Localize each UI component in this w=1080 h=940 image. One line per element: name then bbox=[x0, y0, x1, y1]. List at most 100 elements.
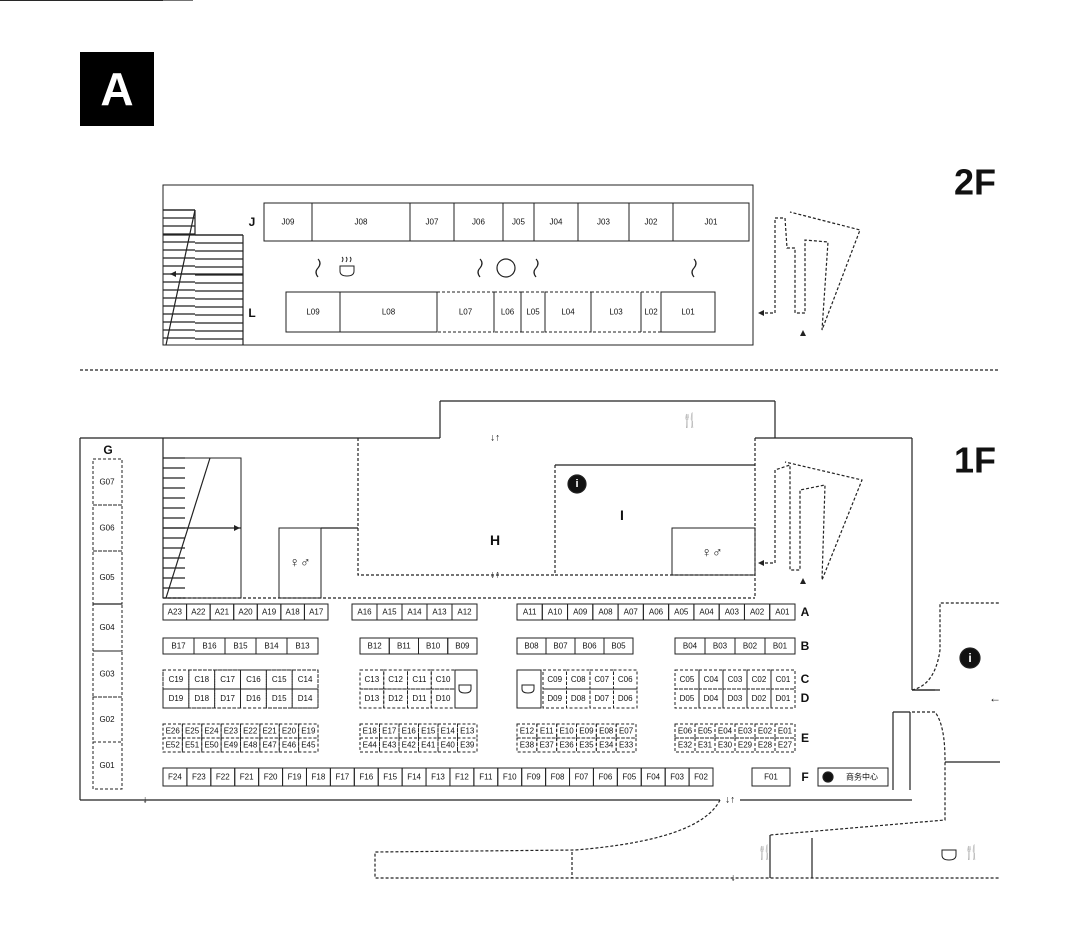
arrow-icon: ↓ bbox=[143, 795, 148, 806]
stall-label-E52: E52 bbox=[166, 741, 181, 750]
stall-label-E10: E10 bbox=[559, 727, 574, 736]
stall-label-B06: B06 bbox=[582, 642, 597, 651]
stall-label-E31: E31 bbox=[698, 741, 713, 750]
stall-C13 bbox=[359, 669, 385, 690]
stall-label-D11: D11 bbox=[412, 694, 427, 703]
stall-G02 bbox=[92, 696, 123, 743]
arrow-icon: ↓↑ bbox=[725, 795, 735, 806]
stall-label-F23: F23 bbox=[192, 773, 206, 782]
restroom-icon: ♀♂ bbox=[290, 554, 311, 570]
stall-L08 bbox=[339, 291, 438, 333]
cafe-icon bbox=[941, 849, 957, 861]
arrow-icon bbox=[758, 310, 764, 316]
restroom-block bbox=[671, 527, 756, 576]
stall-label-A11: A11 bbox=[523, 608, 537, 617]
stall-E23 bbox=[220, 723, 241, 739]
stall-label-F16: F16 bbox=[359, 773, 373, 782]
stall-label-E27: E27 bbox=[778, 741, 793, 750]
stall-label-C10: C10 bbox=[436, 675, 451, 684]
stall-G06 bbox=[92, 504, 123, 552]
cafe-stall bbox=[516, 669, 542, 709]
stall-label-A14: A14 bbox=[407, 608, 422, 617]
stall-label-F08: F08 bbox=[551, 773, 565, 782]
stall-label-B11: B11 bbox=[397, 642, 411, 651]
stall-label-E09: E09 bbox=[579, 727, 594, 736]
stall-label-E46: E46 bbox=[282, 741, 297, 750]
heat-icon bbox=[533, 258, 539, 278]
stall-label-L06: L06 bbox=[501, 308, 515, 317]
stall-label-E22: E22 bbox=[243, 727, 258, 736]
stall-label-F03: F03 bbox=[670, 773, 684, 782]
stall-label-A17: A17 bbox=[309, 608, 324, 617]
hall-badge bbox=[80, 52, 154, 126]
stall-label-A15: A15 bbox=[382, 608, 397, 617]
stall-E27 bbox=[774, 737, 796, 753]
stall-A12 bbox=[451, 603, 478, 621]
stall-label-E45: E45 bbox=[301, 741, 316, 750]
stall-label-G02: G02 bbox=[99, 715, 115, 724]
stall-label-E15: E15 bbox=[421, 727, 436, 736]
stall-label-E24: E24 bbox=[204, 727, 219, 736]
stall-label-E17: E17 bbox=[382, 727, 397, 736]
stall-D13 bbox=[359, 688, 385, 709]
stall-C06 bbox=[613, 669, 638, 690]
row-label-e: E bbox=[801, 731, 809, 745]
stall-label-C03: C03 bbox=[728, 675, 743, 684]
stall-label-F01: F01 bbox=[764, 773, 778, 782]
stall-C11 bbox=[407, 669, 432, 690]
stall-label-C08: C08 bbox=[571, 675, 586, 684]
stall-label-A03: A03 bbox=[725, 608, 740, 617]
stall-label-A21: A21 bbox=[215, 608, 230, 617]
stall-label-C09: C09 bbox=[547, 675, 562, 684]
stall-label-L05: L05 bbox=[526, 308, 540, 317]
stall-label-E41: E41 bbox=[421, 741, 436, 750]
cafe-stall bbox=[454, 669, 478, 709]
stall-label-F18: F18 bbox=[312, 773, 326, 782]
stall-D01 bbox=[770, 688, 796, 709]
info-desk-label: 商务中心 bbox=[846, 772, 878, 782]
stall-label-D19: D19 bbox=[169, 694, 184, 703]
fountain-icon bbox=[496, 258, 516, 278]
stall-label-E26: E26 bbox=[166, 727, 181, 736]
stall-label-E34: E34 bbox=[599, 741, 614, 750]
stall-D12 bbox=[383, 688, 408, 709]
stall-C12 bbox=[383, 669, 408, 690]
stall-label-C14: C14 bbox=[298, 675, 313, 684]
stall-label-D03: D03 bbox=[728, 694, 743, 703]
stall-label-E18: E18 bbox=[363, 727, 378, 736]
stall-label-F17: F17 bbox=[335, 773, 349, 782]
stall-label-A07: A07 bbox=[624, 608, 639, 617]
stall-label-A18: A18 bbox=[286, 608, 301, 617]
stall-label-C02: C02 bbox=[752, 675, 767, 684]
stall-label-C19: C19 bbox=[169, 675, 184, 684]
stall-label-E50: E50 bbox=[204, 741, 219, 750]
stall-D06 bbox=[613, 688, 638, 709]
stall-label-B02: B02 bbox=[743, 642, 758, 651]
stall-E33 bbox=[615, 737, 637, 753]
stall-label-C17: C17 bbox=[220, 675, 235, 684]
stall-D14 bbox=[291, 688, 319, 709]
stall-label-E03: E03 bbox=[738, 727, 753, 736]
stall-label-F09: F09 bbox=[527, 773, 541, 782]
info-icon bbox=[822, 771, 834, 783]
cafe-icon bbox=[458, 684, 472, 694]
stall-label-B03: B03 bbox=[713, 642, 728, 651]
stall-label-L08: L08 bbox=[382, 308, 396, 317]
stall-label-A08: A08 bbox=[598, 608, 613, 617]
arrow-icon bbox=[234, 525, 240, 531]
stall-label-D15: D15 bbox=[272, 694, 287, 703]
stall-label-C04: C04 bbox=[704, 675, 719, 684]
stall-label-E13: E13 bbox=[460, 727, 475, 736]
stall-A01 bbox=[769, 603, 796, 621]
info-icon bbox=[959, 647, 981, 669]
stall-label-A16: A16 bbox=[357, 608, 372, 617]
arrow-icon bbox=[170, 271, 176, 277]
stall-C10 bbox=[430, 669, 456, 690]
heat-icon bbox=[315, 258, 321, 278]
stall-E07 bbox=[615, 723, 637, 739]
stall-label-C12: C12 bbox=[388, 675, 403, 684]
stall-label-A22: A22 bbox=[191, 608, 206, 617]
stall-F02 bbox=[688, 767, 714, 787]
stall-label-A13: A13 bbox=[432, 608, 447, 617]
stall-label-E28: E28 bbox=[758, 741, 773, 750]
